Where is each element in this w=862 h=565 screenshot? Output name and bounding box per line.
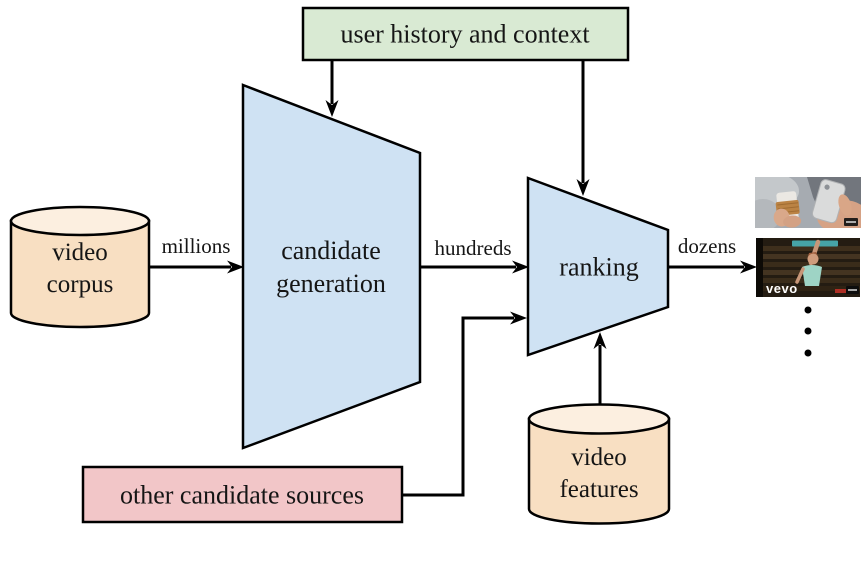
candidate-generation-label: candidate generation [276, 236, 386, 298]
video-thumbnail-vevo: vevo [756, 238, 860, 297]
video-features-cylinder [527, 403, 671, 525]
arrow-user-history-to-candidate-generation [325, 60, 339, 117]
arrow-user-history-to-ranking [576, 60, 590, 196]
arrow-hundreds [420, 260, 529, 274]
arrow-millions [150, 260, 244, 274]
phone-coffee-thumbnail-art [755, 177, 861, 228]
arrow-dozens [668, 260, 757, 274]
dozens-edge-label: dozens [677, 234, 737, 258]
video-corpus-cylinder-top [9, 205, 151, 237]
red-progress-bar [835, 289, 846, 293]
arrow-other-sources-to-ranking [402, 311, 527, 497]
candidate-generation-funnel [241, 83, 422, 450]
video-features-cylinder-top [527, 403, 671, 435]
arrow-video-features-to-ranking [593, 332, 607, 404]
video-features-cylinder-body [527, 417, 671, 525]
dancer [795, 239, 822, 286]
user-history-label: user history and context [340, 19, 590, 49]
coffee-cup [773, 191, 802, 228]
teal-banner [792, 240, 838, 247]
video-features-label: video features [559, 444, 639, 503]
video-corpus-cylinder [9, 205, 151, 329]
ellipsis-dot [804, 306, 812, 314]
video-corpus-cylinder-body [9, 219, 151, 329]
video-corpus-label: video corpus [46, 239, 114, 298]
vevo-logo: vevo [766, 281, 798, 296]
hundreds-edge-label: hundreds [434, 236, 512, 260]
ellipsis-dot [804, 349, 812, 357]
vevo-thumbnail-art: vevo [756, 238, 860, 297]
other-candidate-sources-label: other candidate sources [119, 480, 365, 510]
ellipsis-dot [804, 327, 812, 335]
ranking-label: ranking [559, 252, 639, 282]
user-history-box [301, 6, 630, 62]
millions-edge-label: millions [161, 234, 231, 258]
ranking-funnel [526, 176, 670, 357]
phone [811, 179, 846, 224]
video-thumbnail-phone-coffee [755, 177, 861, 228]
